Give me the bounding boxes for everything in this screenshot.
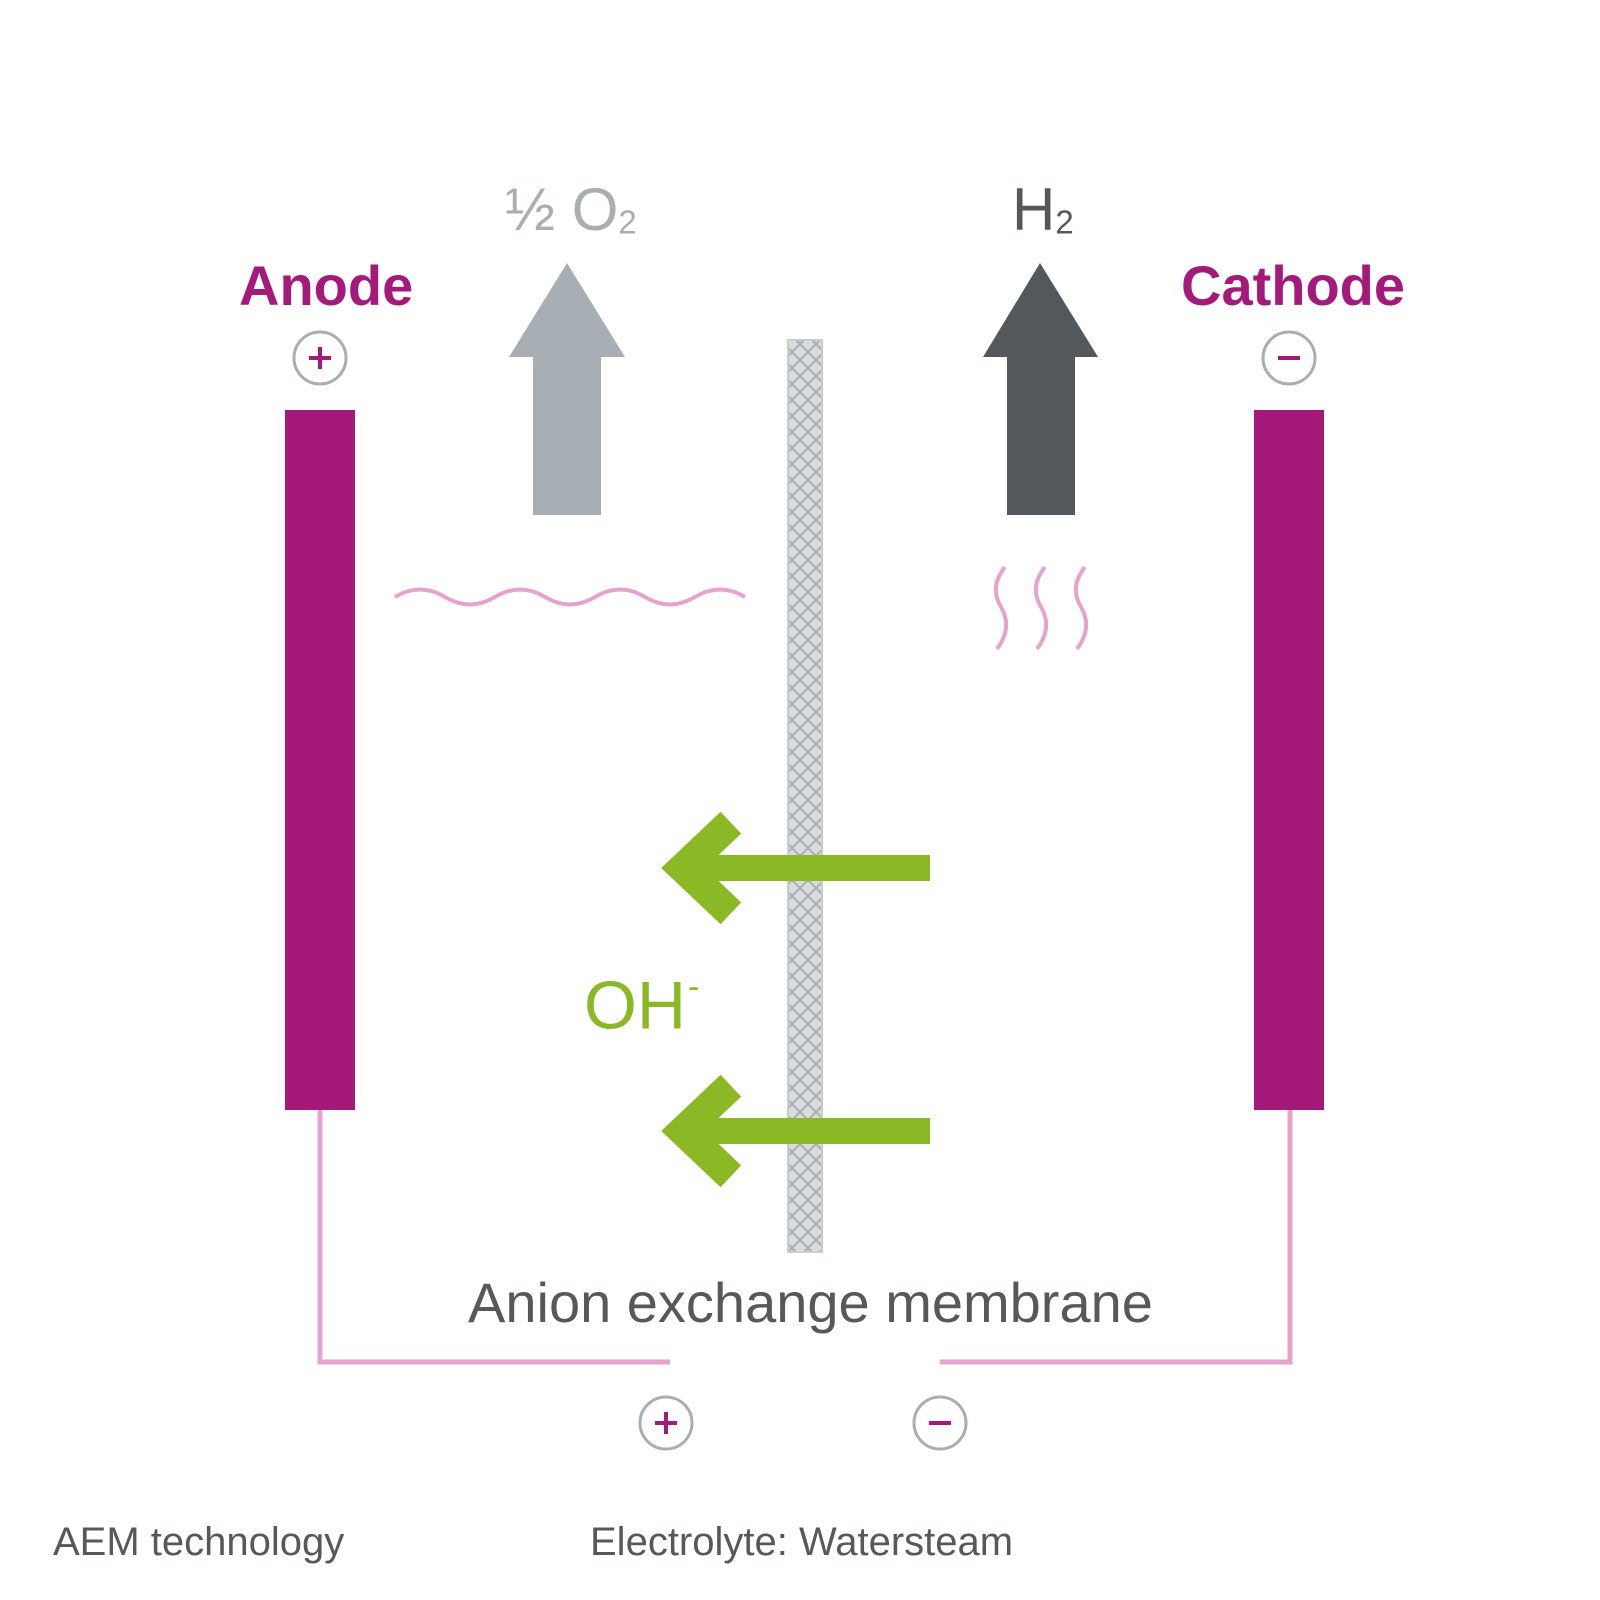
oxygen-coefficient: ½: [505, 176, 556, 243]
cathode-electrode: [1254, 410, 1324, 1110]
oxygen-label: ½ O2: [505, 180, 637, 240]
anion-exchange-membrane: [787, 339, 823, 1253]
oxygen-bubble-wave: [393, 587, 747, 607]
ion-arrow-lower: [661, 1074, 930, 1188]
cathode-wire: [940, 1110, 1293, 1365]
hydrogen-arrow: [983, 263, 1098, 515]
electrolyte-caption: Electrolyte: Watersteam: [590, 1520, 1014, 1564]
technology-caption: AEM technology: [53, 1520, 345, 1564]
hydrogen-label: H2: [1012, 180, 1074, 240]
power-source-plus-icon: [638, 1395, 694, 1451]
anode-wire: [317, 1110, 670, 1365]
oxygen-subscript: 2: [618, 203, 637, 241]
hydroxide-ion-label: OH-: [584, 970, 699, 1040]
hydrogen-formula: H: [1012, 176, 1056, 243]
anode-electrode: [285, 410, 355, 1110]
ion-arrow-upper: [661, 811, 930, 925]
cathode-terminal-minus-icon: [1261, 330, 1317, 386]
power-source-minus-icon: [912, 1395, 968, 1451]
ion-formula: OH: [584, 967, 686, 1044]
cathode-label: Cathode: [1181, 254, 1405, 317]
membrane-label: Anion exchange membrane: [468, 1271, 1153, 1334]
oxygen-formula: O: [571, 176, 619, 243]
ion-charge: -: [688, 968, 700, 1006]
hydrogen-bubble-waves: [993, 565, 1089, 651]
anode-label: Anode: [239, 254, 414, 317]
oxygen-arrow: [509, 263, 625, 515]
hydrogen-subscript: 2: [1055, 203, 1074, 241]
anode-terminal-plus-icon: [292, 330, 348, 386]
